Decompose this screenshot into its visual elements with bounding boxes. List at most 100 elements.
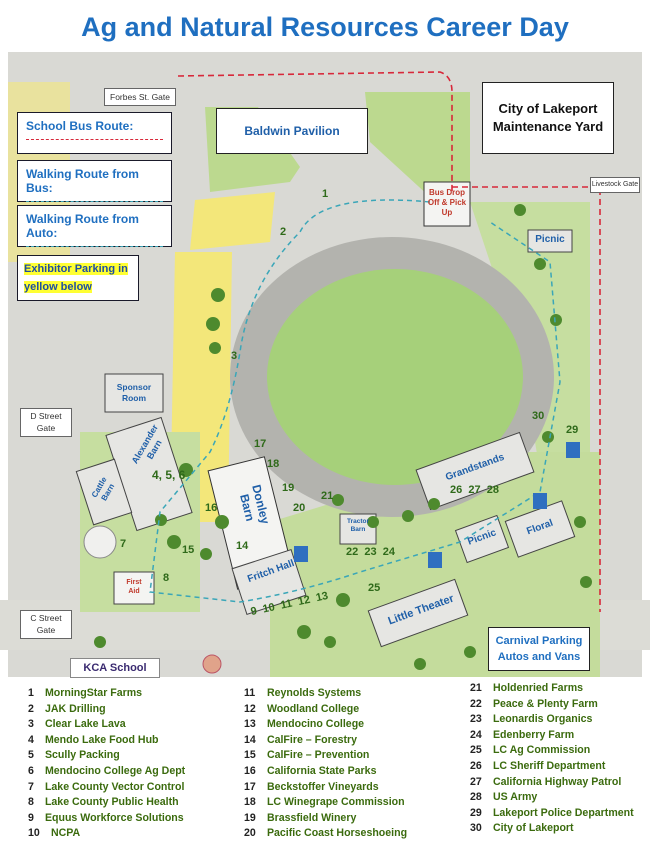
- legend-walking-bus-line: [26, 201, 163, 202]
- map-number-3: 3: [231, 350, 238, 362]
- map-number-16: 16: [205, 502, 218, 514]
- exhibitor-item: 5 Scully Packing: [28, 748, 185, 764]
- baldwin-pavilion-label: Baldwin Pavilion: [244, 124, 340, 138]
- exhibitor-number: 11: [244, 687, 256, 699]
- map-number-14: 14: [236, 540, 249, 552]
- exhibitor-item: 22 Peace & Plenty Farm: [470, 697, 634, 713]
- alexander-numbers: 4, 5, 6: [152, 468, 186, 482]
- cattle-barn-shape: [75, 458, 133, 526]
- exhibitor-item: 16 California State Parks: [244, 764, 407, 780]
- exhibitor-item: 28 US Army: [470, 790, 634, 806]
- exhibitor-number: 1: [28, 687, 34, 699]
- exhibitor-item: 11 Reynolds Systems: [244, 686, 407, 702]
- exhibitor-name: Lake County Vector Control: [42, 780, 185, 793]
- legend-school-bus: School Bus Route:: [17, 112, 172, 154]
- exhibitor-number: 12: [244, 702, 256, 715]
- exhibitor-number: 27: [470, 775, 482, 788]
- exhibitor-name: Leonardis Organics: [490, 713, 593, 726]
- legend-exhibitor-parking-label: Exhibitor Parking in yellow below: [24, 263, 128, 293]
- exhibitor-column-3: 21 Holdenried Farms 22 Peace & Plenty Far…: [470, 681, 634, 837]
- exhibitor-item: 14 CalFire – Forestry: [244, 733, 407, 749]
- exhibitor-name: NCPA: [48, 827, 81, 840]
- exhibitor-name: Mendocino College Ag Dept: [42, 764, 186, 777]
- livestock-gate: Livestock Gate: [590, 177, 640, 193]
- trees: [94, 204, 592, 670]
- exhibitor-number: 18: [244, 796, 256, 809]
- carnival-parking-label: Carnival Parking Autos and Vans: [495, 635, 583, 663]
- exhibitor-number: 4: [28, 733, 34, 746]
- exhibitor-number: 29: [470, 806, 482, 819]
- map-number-25: 25: [368, 582, 381, 594]
- legend-walking-bus-label: Walking Route from Bus:: [26, 167, 139, 195]
- exhibitor-item: 12 Woodland College: [244, 702, 407, 718]
- map-number-15: 15: [182, 544, 195, 556]
- exhibitor-number: 2: [28, 702, 34, 715]
- exhibitor-name: CalFire – Prevention: [264, 749, 370, 762]
- exhibitor-name: LC Winegrape Commission: [264, 796, 405, 809]
- exhibitor-number: 25: [470, 744, 482, 757]
- exhibitor-parking-north: [190, 192, 275, 250]
- exhibitor-name: Lake County Public Health: [42, 796, 179, 809]
- exhibitor-name: California State Parks: [264, 764, 377, 777]
- exhibitor-name: Pacific Coast Horseshoeing: [264, 827, 408, 840]
- kca-school-label: KCA School: [70, 658, 160, 678]
- exhibitor-name: Beckstoffer Vineyards: [264, 780, 379, 793]
- exhibitor-item: 15 CalFire – Prevention: [244, 748, 407, 764]
- map-number-22-24: 22 23 24: [346, 546, 395, 558]
- restroom-icon-picnic: [428, 552, 442, 568]
- c-street-gate: C Street Gate: [20, 610, 72, 639]
- exhibitor-number: 21: [470, 682, 482, 694]
- exhibitor-name: Clear Lake Lava: [42, 718, 126, 731]
- exhibitor-item: 6 Mendocino College Ag Dept: [28, 764, 185, 780]
- exhibitor-name: Mendo Lake Food Hub: [42, 733, 159, 746]
- map-number-8: 8: [163, 572, 170, 584]
- exhibitor-number: 3: [28, 718, 34, 731]
- picnic-top-shape: [527, 229, 573, 253]
- infield-grass: [267, 269, 523, 485]
- exhibitor-name: US Army: [490, 791, 538, 804]
- little-theater-shape: [367, 578, 469, 648]
- exhibitor-name: Holdenried Farms: [490, 682, 584, 694]
- map-number-21: 21: [321, 490, 334, 502]
- exhibitor-number: 28: [470, 791, 482, 804]
- exhibitor-item: 1 MorningStar Farms: [28, 686, 185, 702]
- exhibitor-name: CalFire – Forestry: [264, 733, 358, 746]
- exhibitor-item: 10 NCPA: [28, 826, 185, 842]
- map-number-7: 7: [120, 538, 127, 550]
- map-number-18: 18: [267, 458, 280, 470]
- exhibitor-item: 8 Lake County Public Health: [28, 795, 185, 811]
- exhibitor-number: 19: [244, 811, 256, 824]
- exhibitor-number: 15: [244, 749, 256, 762]
- exhibitor-number: 7: [28, 780, 34, 793]
- exhibitor-number: 26: [470, 759, 482, 772]
- baldwin-pavilion-box: Baldwin Pavilion: [216, 108, 368, 154]
- legend-school-bus-line: [26, 139, 163, 140]
- exhibitor-number: 23: [470, 713, 482, 726]
- exhibitor-number: 30: [470, 822, 482, 835]
- exhibitor-number: 22: [470, 697, 482, 710]
- map-number-20: 20: [293, 502, 306, 514]
- sponsor-room-shape: [104, 373, 164, 413]
- exhibitor-item: 30 City of Lakeport: [470, 821, 634, 837]
- map-number-2: 2: [280, 226, 287, 238]
- exhibitor-number: 5: [28, 749, 34, 762]
- exhibitor-item: 2 JAK Drilling: [28, 702, 185, 718]
- sponsor-room-label: Sponsor Room: [116, 382, 152, 403]
- map-number-19: 19: [282, 482, 295, 494]
- map-number-1: 1: [322, 188, 329, 200]
- exhibitor-item: 27 California Highway Patrol: [470, 775, 634, 791]
- exhibitor-number: 9: [28, 811, 34, 824]
- picnic-top-label: Picnic: [535, 234, 565, 245]
- exhibitor-item: 13 Mendocino College: [244, 717, 407, 733]
- restroom-icon-east: [566, 442, 580, 458]
- picnic-bottom-shape: [454, 514, 510, 564]
- exhibitor-name: Woodland College: [264, 702, 360, 715]
- exhibitor-item: 7 Lake County Vector Control: [28, 780, 185, 796]
- restroom-icon-fritch: [294, 546, 308, 562]
- exhibitor-name: Scully Packing: [42, 749, 120, 762]
- exhibitor-number: 24: [470, 728, 482, 741]
- exhibitor-item: 4 Mendo Lake Food Hub: [28, 733, 185, 749]
- first-aid-label: First Aid: [126, 579, 142, 595]
- bus-drop-label: Bus Drop Off & Pick Up: [427, 188, 467, 217]
